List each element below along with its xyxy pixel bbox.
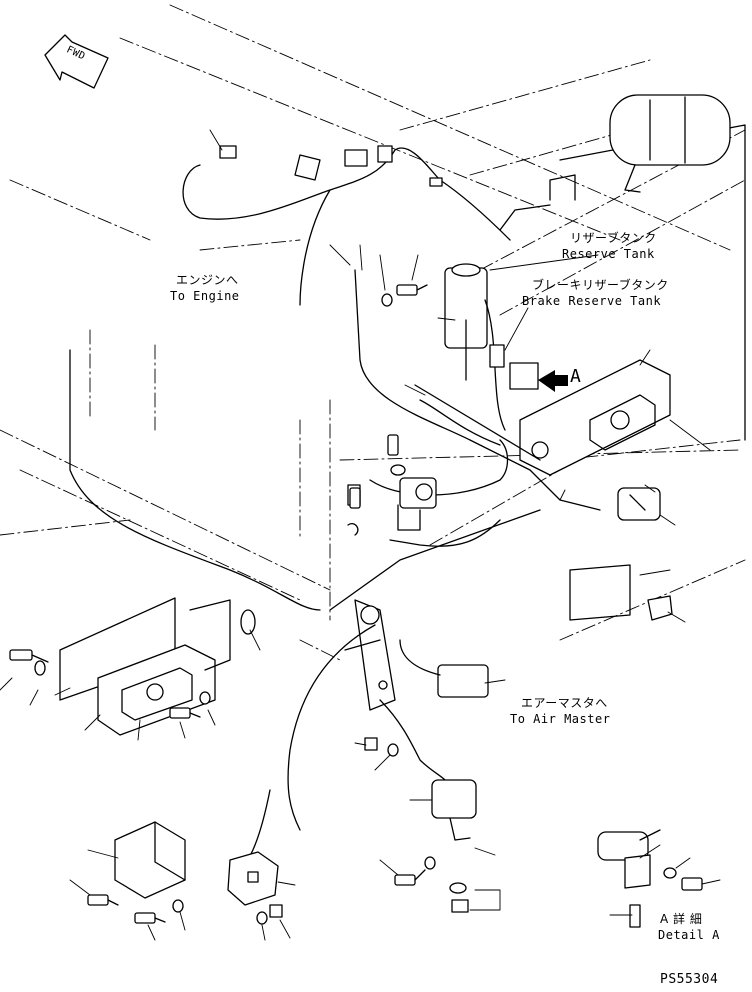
to-air-master-label-jp: エアーマスタへ	[521, 696, 608, 710]
nut-icon	[451, 899, 469, 913]
rear-combination-lamp-right	[519, 359, 671, 476]
washer-icon	[256, 911, 268, 925]
nut-icon	[364, 737, 378, 751]
detail-a-label-jp: A 詳 細	[660, 912, 703, 926]
lower-harness	[239, 624, 477, 871]
bolt-icon	[9, 649, 49, 663]
washer-icon	[199, 691, 211, 705]
washer-icon	[424, 856, 436, 870]
detail-marker-label: A	[570, 366, 582, 387]
bolt-icon	[681, 877, 703, 891]
reserve-tank	[444, 263, 539, 431]
center-bracket	[344, 599, 396, 711]
upper-harness	[182, 145, 511, 306]
side-lamps	[437, 487, 673, 698]
switch-box	[114, 821, 279, 906]
bolt-icon	[134, 912, 166, 924]
detail-a-arrow-icon	[538, 370, 568, 392]
reserve-tank-label-en: Reserve Tank	[562, 247, 655, 261]
washer-icon	[663, 867, 677, 879]
bolt-icon	[394, 869, 426, 886]
bolt-icon	[87, 894, 119, 906]
to-engine-label-jp: エンジンへ	[176, 273, 239, 287]
reserve-tank-label-jp: リザーブタンク	[570, 231, 657, 245]
washer-icon	[390, 464, 406, 476]
nut-icon	[269, 904, 283, 918]
washer-icon	[34, 660, 46, 676]
brake-reserve-tank-label-en: Brake Reserve Tank	[522, 294, 662, 308]
washer-icon	[172, 899, 184, 913]
horn	[609, 94, 731, 193]
rear-combination-lamp-left	[59, 597, 256, 736]
fwd-arrow-icon	[44, 34, 109, 89]
detail-a-drawing	[597, 829, 661, 928]
washer-icon	[449, 882, 467, 894]
bolt-icon	[396, 284, 428, 296]
bolt-icon	[387, 434, 399, 456]
bolt-icon	[169, 707, 201, 719]
brake-reserve-tank-label-jp: ブレーキリザーブタンク	[532, 278, 669, 292]
fasteners	[9, 284, 703, 925]
main-harness	[69, 269, 601, 611]
bolt-icon	[349, 487, 361, 509]
washer-icon	[381, 293, 393, 307]
leader-lines	[0, 129, 721, 941]
detail-a-label-en: Detail A	[658, 928, 720, 942]
flasher-relay	[347, 477, 437, 536]
washer-icon	[387, 743, 399, 757]
to-air-master-label-en: To Air Master	[510, 712, 611, 726]
drawing-number: PS55304	[660, 972, 719, 987]
to-engine-label-en: To Engine	[170, 289, 240, 303]
